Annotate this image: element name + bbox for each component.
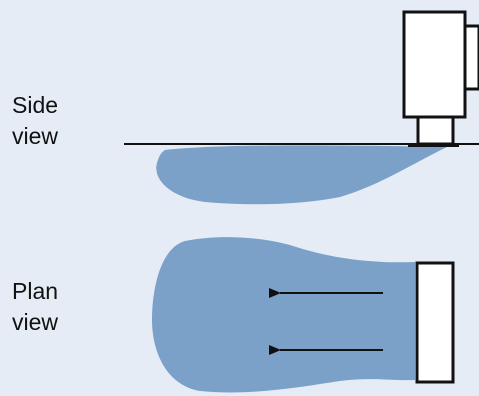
device-stem: [416, 115, 455, 146]
side-view-label: Side view: [12, 92, 59, 149]
side-view-plume: [156, 145, 447, 205]
side-view: [124, 10, 479, 205]
device-housing: [402, 10, 467, 119]
plan-view-label: Plan view: [12, 278, 59, 335]
side-view-device: [402, 10, 479, 147]
plan-view-device: [415, 261, 455, 384]
device-side-panel: [463, 24, 479, 91]
plan-view-plume: [152, 237, 415, 393]
plan-view: [152, 237, 455, 393]
